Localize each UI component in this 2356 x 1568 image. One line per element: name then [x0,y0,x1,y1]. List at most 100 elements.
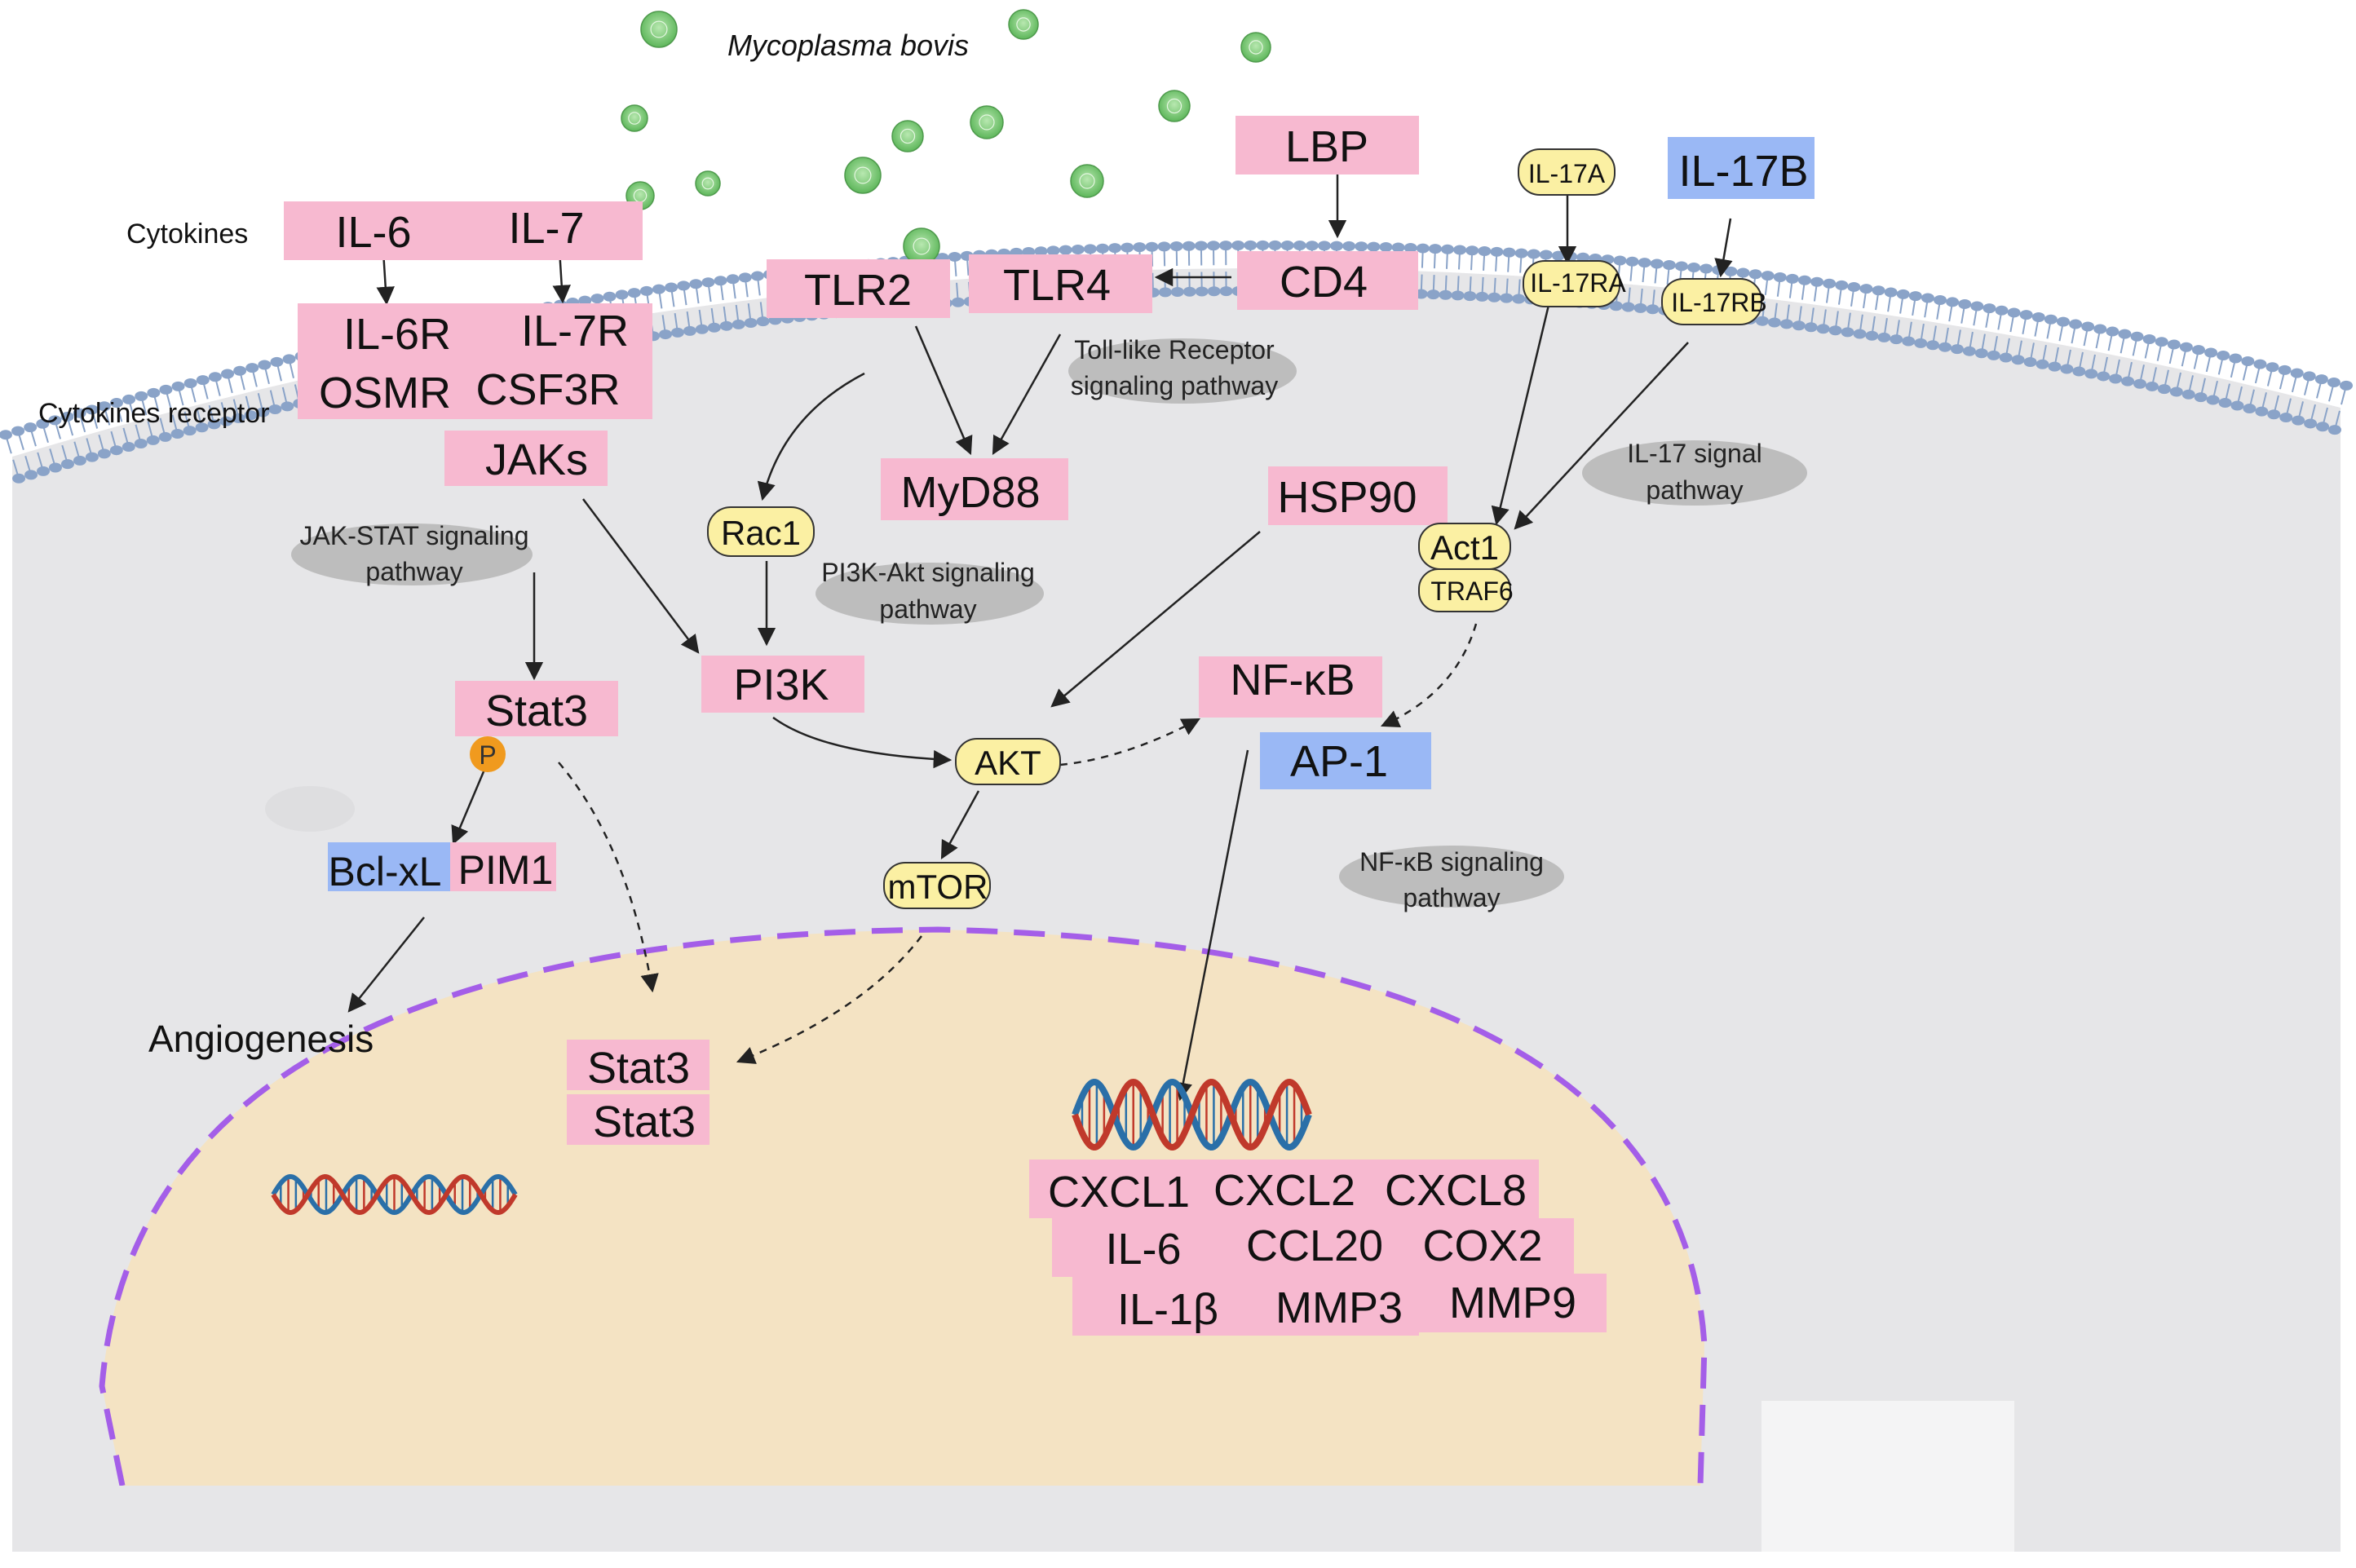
faded-shape [265,786,355,832]
mycoplasma-cells [621,9,1271,265]
svg-text:NF-κB: NF-κB [1231,656,1355,704]
svg-text:CSF3R: CSF3R [475,365,620,414]
pathway-jakstat-label: JAK-STAT signaling pathway [291,521,533,586]
phospho-marker: P [470,736,506,772]
il7r-receptor: IL-7R [473,303,652,360]
stat3-nucleus-2: Stat3 [567,1094,709,1146]
gene-cox2: COX2 [1399,1218,1574,1277]
cd4-receptor: CD4 [1237,251,1418,310]
pi3k: PI3K [701,656,864,713]
svg-text:IL-6R: IL-6R [343,310,451,359]
dna-helix-right [1072,1078,1312,1151]
svg-text:Bcl-xL: Bcl-xL [329,849,442,894]
svg-text:PI3K-Akt signaling: PI3K-Akt signaling [821,558,1034,587]
svg-text:Rac1: Rac1 [721,514,801,552]
gene-mmp3: MMP3 [1256,1277,1419,1336]
svg-text:IL-17B: IL-17B [1678,147,1808,196]
arrows [347,170,1733,1102]
svg-text:LBP: LBP [1285,122,1368,171]
gene-cxcl1: CXCL1 [1029,1159,1200,1218]
myd88: MyD88 [881,458,1068,520]
cytokines-label: Cytokines [126,219,248,250]
svg-text:IL-17 signal: IL-17 signal [1627,439,1761,468]
gene-mmp9: MMP9 [1419,1274,1607,1332]
il17b-ligand: IL-17B [1668,137,1815,199]
mtor: mTOR [883,862,991,909]
svg-text:Stat3: Stat3 [587,1044,690,1093]
gene-cxcl8: CXCL8 [1376,1159,1539,1218]
svg-text:IL-17A: IL-17A [1528,159,1606,188]
svg-text:Stat3: Stat3 [593,1098,696,1146]
osmr-receptor: OSMR [298,360,477,419]
pim1: PIM1 [450,842,556,893]
nucleus-envelope [99,926,1708,1486]
bottom-panel [1761,1401,2014,1552]
il6r-receptor: IL-6R [298,303,473,360]
pathway-nfkb-label: NF-κB signaling pathway [1339,846,1564,912]
svg-text:JAK-STAT signaling: JAK-STAT signaling [300,521,529,550]
angiogenesis-label: Angiogenesis [148,1018,374,1060]
il6-ligand: IL-6 [284,201,463,260]
il17ra-receptor: IL-17RA [1523,260,1626,307]
gene-ccl20: CCL20 [1235,1218,1399,1277]
stat3-cytoplasm: Stat3 [455,681,618,736]
gene-il1b: IL-1β [1072,1277,1256,1336]
stat3-nucleus-1: Stat3 [567,1040,709,1093]
organism-title: Mycoplasma bovis [727,29,969,62]
pathway-tlr-label: Toll-like Receptor signaling pathway [1068,335,1297,404]
act1: Act1 [1418,523,1511,570]
svg-text:IL-7: IL-7 [508,204,584,253]
gene-cxcl2: CXCL2 [1200,1159,1376,1218]
jaks: JAKs [444,431,608,486]
nucleus [102,930,1704,1486]
il17a-ligand: IL-17A [1518,148,1616,196]
svg-text:OSMR: OSMR [319,369,451,417]
svg-text:pathway: pathway [879,594,976,624]
svg-text:IL-17RB: IL-17RB [1671,288,1766,317]
nfkb: NF-κB [1199,656,1382,718]
svg-text:MyD88: MyD88 [900,468,1040,517]
svg-text:CXCL8: CXCL8 [1385,1166,1527,1215]
svg-text:CD4: CD4 [1280,258,1368,307]
pathway-pi3kakt-label: PI3K-Akt signaling pathway [816,558,1044,625]
svg-text:Toll-like Receptor: Toll-like Receptor [1074,335,1275,364]
svg-text:MMP3: MMP3 [1275,1283,1403,1332]
akt: AKT [955,738,1061,785]
svg-text:pathway: pathway [365,557,462,586]
svg-text:MMP9: MMP9 [1449,1279,1576,1327]
svg-text:signaling pathway: signaling pathway [1071,371,1278,400]
svg-text:CCL20: CCL20 [1246,1221,1383,1270]
hsp90: HSP90 [1268,466,1448,525]
svg-text:PI3K: PI3K [733,660,829,709]
svg-text:CXCL2: CXCL2 [1213,1166,1355,1215]
csf3r-receptor: CSF3R [475,360,652,419]
pathway-il17-label: IL-17 signal pathway [1582,439,1807,506]
traf6: TRAF6 [1418,568,1514,612]
il7-ligand: IL-7 [463,201,643,260]
svg-text:Act1: Act1 [1430,528,1499,567]
lbp: LBP [1235,116,1419,174]
svg-text:Stat3: Stat3 [485,687,588,735]
svg-text:P: P [479,740,496,770]
gene-il6: IL-6 [1052,1218,1235,1277]
ap1: AP-1 [1260,732,1431,789]
svg-text:IL-6: IL-6 [335,208,411,257]
tlr4-receptor: TLR4 [969,254,1152,313]
svg-text:JAKs: JAKs [485,435,588,484]
cytokines-receptor-label: Cytokines receptor [38,398,269,429]
svg-text:NF-κB signaling: NF-κB signaling [1359,847,1544,877]
svg-text:HSP90: HSP90 [1277,473,1417,522]
tlr2-receptor: TLR2 [767,259,950,318]
rac1: Rac1 [707,506,815,557]
svg-text:TLR2: TLR2 [804,266,912,315]
svg-text:AP-1: AP-1 [1290,737,1388,786]
svg-text:pathway: pathway [1646,475,1743,505]
svg-text:AKT: AKT [975,744,1041,782]
svg-text:TRAF6: TRAF6 [1430,576,1513,606]
dna-helix-left [271,1173,518,1216]
svg-text:IL-17RA: IL-17RA [1530,268,1626,298]
svg-text:TLR4: TLR4 [1003,261,1111,310]
svg-text:IL-1β: IL-1β [1117,1285,1218,1334]
svg-text:pathway: pathway [1403,883,1500,912]
